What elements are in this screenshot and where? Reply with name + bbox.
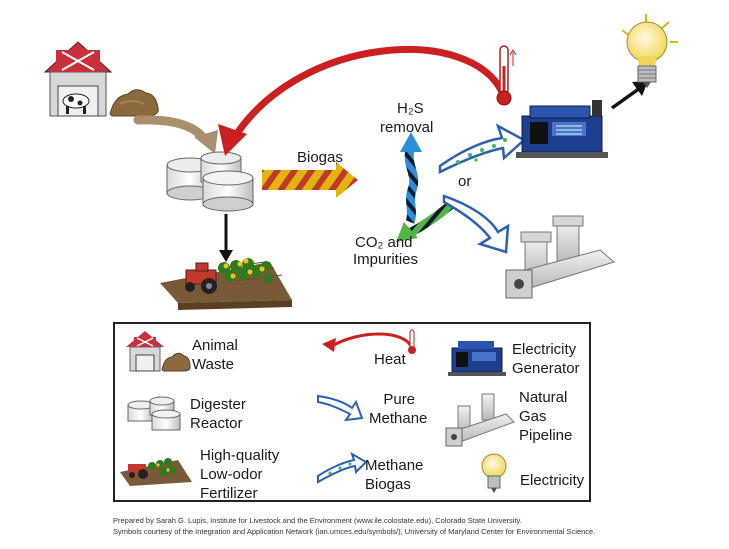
removal-label: removal: [380, 119, 434, 136]
legend-heat-icon: [322, 329, 416, 354]
credit-line-1: Prepared by Sarah G. Lupis, Institute fo…: [113, 516, 522, 525]
digester-reactor-icon: [166, 151, 254, 212]
legend-digester-icon: [127, 396, 181, 431]
thermometer-icon: [496, 45, 517, 106]
natural-gas-pipeline-icon: [505, 215, 616, 299]
legend-pipeline-icon: [445, 393, 515, 447]
pure-methane-arrow: [442, 194, 510, 254]
waste-arrowhead: [194, 130, 218, 154]
impurities-label: Impurities: [353, 251, 419, 268]
legend-manure-icon: [161, 352, 191, 372]
heat-return-arrow: [231, 46, 506, 140]
biogas-arrow: [262, 162, 358, 198]
generator-to-bulb-arrow: [610, 86, 642, 110]
legend: [113, 322, 591, 502]
co2-arrowhead: [396, 222, 418, 242]
barn-icon: [43, 41, 113, 117]
legend-methane-biogas-icon: [317, 451, 368, 484]
legend-heat-label: Heat: [374, 351, 406, 368]
electricity-generator-icon: [516, 100, 608, 158]
h2s-arrowhead: [400, 132, 422, 152]
legend-lightbulb-icon: [481, 453, 507, 493]
methane-biogas-dots: [456, 138, 507, 164]
biogas-label: Biogas: [297, 149, 343, 166]
legend-fertilizer-icon: [120, 458, 192, 486]
legend-barn-icon: [126, 331, 164, 372]
legend-electricity-label: Electricity: [520, 472, 585, 489]
h2s-removal-arrow: [404, 148, 419, 224]
legend-generator-icon: [448, 341, 506, 376]
h2s-label: H₂S: [397, 100, 424, 117]
bulb-arrowhead: [632, 81, 648, 96]
credit-line-2: Symbols courtesy of the Integration and …: [113, 527, 596, 536]
or-label: or: [458, 173, 472, 190]
manure-pile-icon: [109, 89, 159, 117]
fertilizer-field-icon: [160, 258, 292, 310]
fertilizer-arrowhead: [219, 250, 233, 262]
lightbulb-icon: [621, 14, 678, 88]
co2-label: CO₂ and: [355, 234, 413, 251]
heat-arrowhead: [218, 124, 247, 156]
legend-pure-methane-icon: [317, 394, 364, 422]
